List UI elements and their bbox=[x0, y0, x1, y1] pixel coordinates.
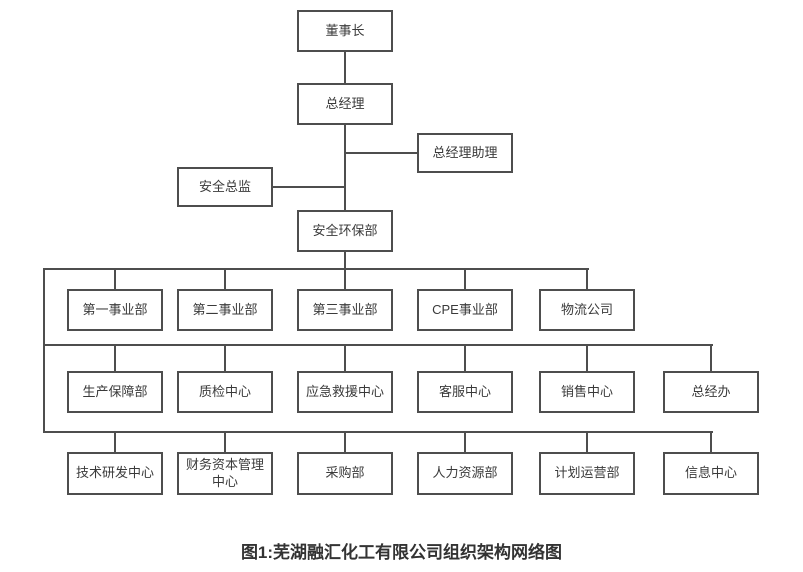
drop-level3-col2 bbox=[224, 268, 226, 290]
node-gm-assistant: 总经理助理 bbox=[417, 133, 513, 173]
drop-level5-col5 bbox=[586, 431, 588, 453]
drop-level5-col6 bbox=[710, 431, 712, 453]
bus-level4 bbox=[43, 344, 713, 346]
drop-level5-col4 bbox=[464, 431, 466, 453]
drop-level3-col1 bbox=[114, 268, 116, 290]
drop-level5-col1 bbox=[114, 431, 116, 453]
node-gm-office: 总经办 bbox=[663, 371, 759, 413]
node-planning-operations-dept: 计划运营部 bbox=[539, 452, 635, 495]
rail-left bbox=[43, 268, 45, 433]
figure-caption: 图1:芜湖融汇化工有限公司组织架构网络图 bbox=[240, 543, 563, 562]
node-procurement-dept: 采购部 bbox=[297, 452, 393, 495]
connector-gm-safetyenv bbox=[344, 125, 346, 210]
node-finance-capital-center: 财务资本管理中心 bbox=[177, 452, 273, 495]
node-logistics-company: 物流公司 bbox=[539, 289, 635, 331]
connector-chairman-gm bbox=[344, 52, 346, 83]
drop-level4-col1 bbox=[114, 344, 116, 372]
node-third-division: 第三事业部 bbox=[297, 289, 393, 331]
node-quality-inspection-center: 质检中心 bbox=[177, 371, 273, 413]
connector-gm-assistant bbox=[345, 152, 417, 154]
node-production-support-dept: 生产保障部 bbox=[67, 371, 163, 413]
connector-safety-director bbox=[272, 186, 345, 188]
node-customer-service-center: 客服中心 bbox=[417, 371, 513, 413]
node-cpe-division: CPE事业部 bbox=[417, 289, 513, 331]
drop-level4-col4 bbox=[464, 344, 466, 372]
node-tech-rd-center: 技术研发中心 bbox=[67, 452, 163, 495]
drop-level3-col3 bbox=[344, 268, 346, 290]
node-chairman: 董事长 bbox=[297, 10, 393, 52]
drop-level5-col2 bbox=[224, 431, 226, 453]
drop-level4-col2 bbox=[224, 344, 226, 372]
drop-level5-col3 bbox=[344, 431, 346, 453]
node-hr-dept: 人力资源部 bbox=[417, 452, 513, 495]
bus-level3 bbox=[43, 268, 589, 270]
connector-safetyenv-bus bbox=[344, 252, 346, 269]
node-first-division: 第一事业部 bbox=[67, 289, 163, 331]
node-safety-director: 安全总监 bbox=[177, 167, 273, 207]
node-second-division: 第二事业部 bbox=[177, 289, 273, 331]
bus-level5 bbox=[43, 431, 713, 433]
node-general-manager: 总经理 bbox=[297, 83, 393, 125]
drop-level4-col3 bbox=[344, 344, 346, 372]
drop-level3-col5 bbox=[586, 268, 588, 290]
drop-level4-col6 bbox=[710, 344, 712, 372]
node-information-center: 信息中心 bbox=[663, 452, 759, 495]
node-sales-center: 销售中心 bbox=[539, 371, 635, 413]
node-emergency-rescue-center: 应急救援中心 bbox=[297, 371, 393, 413]
drop-level4-col5 bbox=[586, 344, 588, 372]
drop-level3-col4 bbox=[464, 268, 466, 290]
node-safety-env-dept: 安全环保部 bbox=[297, 210, 393, 252]
